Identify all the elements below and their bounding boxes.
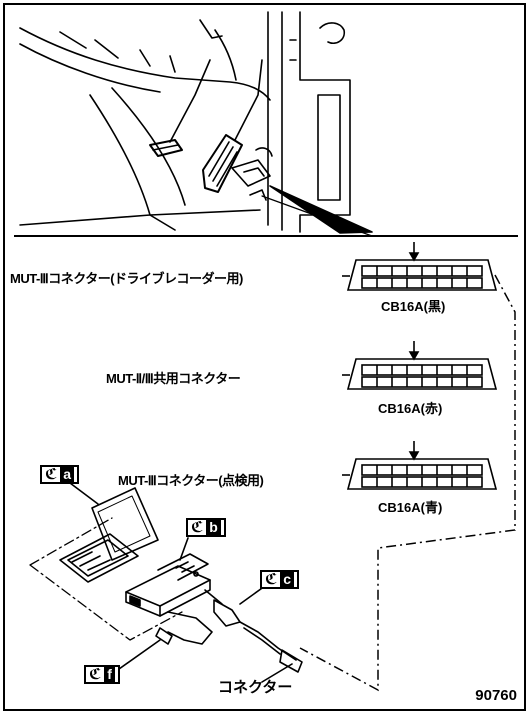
figure-number: 90760 (475, 687, 517, 704)
table-outline (29, 517, 183, 641)
tool-tag-c: ℭ c (260, 570, 300, 589)
connector-shapes (342, 242, 498, 490)
pedal-area-illustration (19, 11, 373, 237)
routing-line (299, 274, 516, 692)
tool-symbol-icon: ℭ (265, 570, 278, 588)
tool-tag-letter: f (104, 667, 115, 682)
connector-name-drive-recorder: MUT-Ⅲコネクター(ドライブレコーダー用) (10, 271, 243, 286)
tool-symbol-icon: ℭ (191, 518, 204, 536)
figure-frame (3, 3, 526, 711)
tool-tag-letter: c (280, 572, 295, 587)
diagnostic-connector-icon (342, 242, 498, 291)
connector-code-blue: CB16A(青) (378, 500, 443, 515)
tool-tag-b: ℭ b (186, 518, 226, 537)
vci-unit-icon (125, 553, 211, 617)
tool-tag-f: ℭ f (84, 665, 120, 684)
tool-symbol-icon: ℭ (89, 665, 102, 683)
leader-lines (69, 482, 293, 683)
cable-icon (155, 589, 303, 673)
diagnostic-connector-icon (342, 441, 498, 490)
connector-name-shared: MUT-Ⅱ/Ⅲ共用コネクター (106, 371, 241, 386)
diagnostic-connector-icon (342, 341, 498, 390)
connector-label: コネクター (218, 679, 293, 696)
laptop-icon (59, 487, 159, 583)
connector-code-red: CB16A(赤) (378, 401, 443, 416)
tool-tag-a: ℭ a (40, 465, 80, 484)
connector-name-inspection: MUT-Ⅲコネクター(点検用) (118, 473, 264, 488)
connector-code-black: CB16A(黒) (381, 299, 446, 314)
tool-symbol-icon: ℭ (45, 465, 58, 483)
tool-tag-letter: b (206, 520, 221, 535)
tool-tag-letter: a (60, 467, 75, 482)
